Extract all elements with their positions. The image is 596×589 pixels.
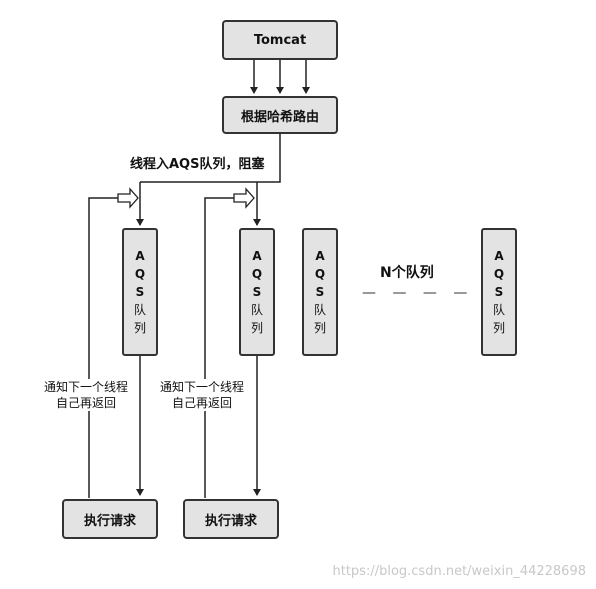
exec-label: 执行请求 [204, 513, 257, 529]
watermark: https://blog.csdn.net/weixin_44228698 [332, 564, 586, 579]
queue-char: S [252, 285, 262, 299]
notify-line-2: 自己再返回 [172, 396, 233, 410]
enqueue-label: 线程入AQS队列，阻塞 [130, 157, 265, 172]
notify-label-2: 通知下一个线程 自己再返回 [160, 379, 245, 411]
queue-char: Q [251, 267, 263, 281]
queue-char: 列 [313, 321, 326, 335]
hash-router-node: 根据哈希路由 [222, 96, 338, 134]
notify-line-1: 通知下一个线程 [44, 380, 129, 394]
queue-char: 列 [133, 321, 146, 335]
router-label: 根据哈希路由 [240, 109, 319, 125]
notify-line-1: 通知下一个线程 [160, 380, 245, 394]
tomcat-label: Tomcat [253, 32, 307, 48]
aqs-queue-2: A Q S 队 列 [239, 228, 275, 356]
queue-char: 队 [492, 303, 505, 317]
notify-line-2: 自己再返回 [56, 396, 117, 410]
queue-char: A [494, 249, 504, 263]
ellipsis-dashes: — — — — [362, 285, 474, 301]
aqs-queue-1: A Q S 队 列 [122, 228, 158, 356]
queue-char: 队 [313, 303, 326, 317]
queue-char: Q [493, 267, 505, 281]
queue-char: A [315, 249, 325, 263]
router-to-split-line [140, 134, 281, 183]
aqs-queue-n: A Q S 队 列 [481, 228, 517, 356]
execute-request-node-1: 执行请求 [62, 499, 158, 539]
queue-char: S [315, 285, 325, 299]
execute-request-node-2: 执行请求 [183, 499, 279, 539]
n-queues-label: N个队列 [380, 265, 434, 281]
notify-label-1: 通知下一个线程 自己再返回 [44, 379, 129, 411]
queue-char: 列 [492, 321, 505, 335]
queue-char: 队 [133, 303, 146, 317]
feedback-arrow-2 [233, 187, 255, 209]
queue-char: A [252, 249, 262, 263]
queue-char: A [135, 249, 145, 263]
queue-char: S [135, 285, 145, 299]
feedback-arrow-1 [117, 187, 139, 209]
queue-char: Q [314, 267, 326, 281]
exec-label: 执行请求 [83, 513, 136, 529]
queue-char: 列 [250, 321, 263, 335]
tomcat-node: Tomcat [222, 20, 338, 60]
feedback-loop-1 [88, 197, 118, 498]
queue-char: 队 [250, 303, 263, 317]
feedback-loop-2 [204, 197, 234, 498]
queue-char: Q [134, 267, 146, 281]
queue-char: S [494, 285, 504, 299]
aqs-queue-3: A Q S 队 列 [302, 228, 338, 356]
